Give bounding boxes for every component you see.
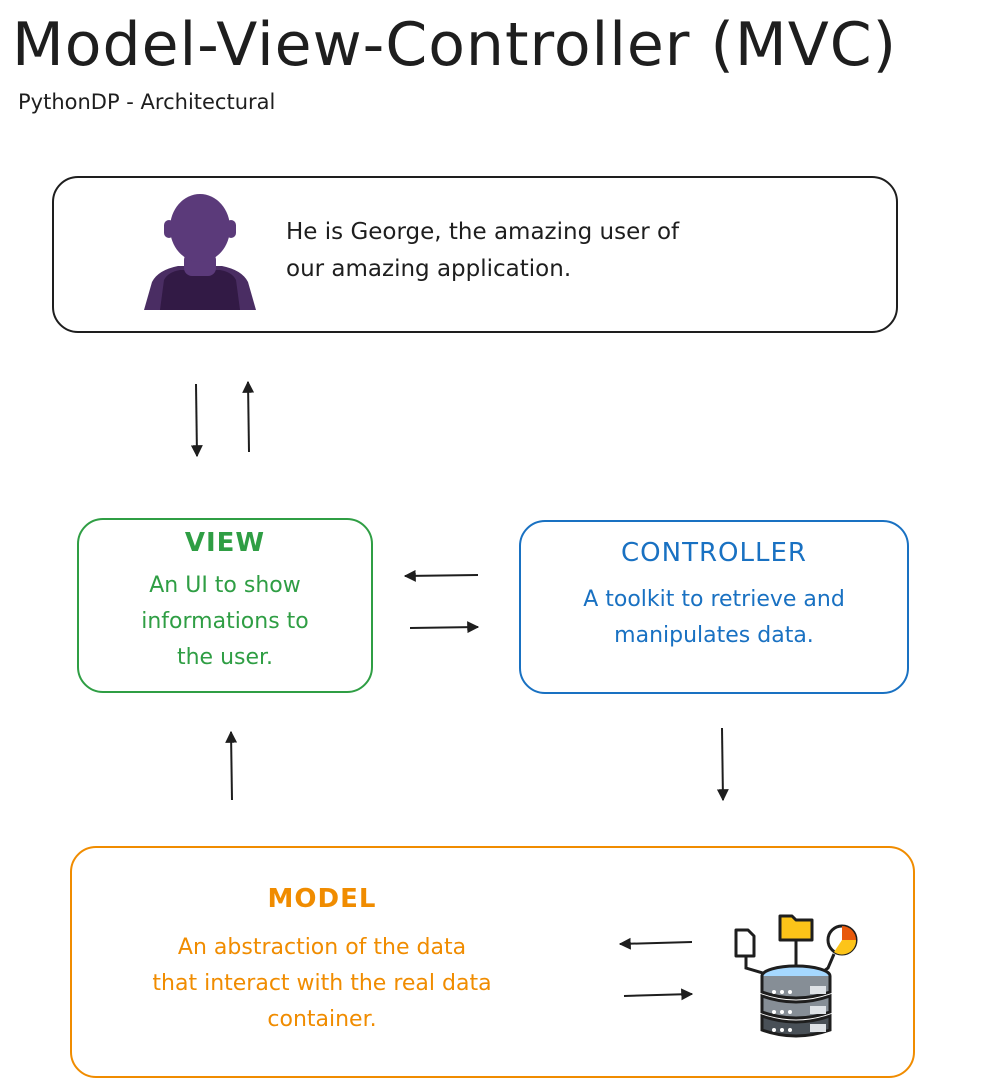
controller-description-line-2: manipulates data. <box>614 623 814 648</box>
arrow-view-to-controller <box>409 621 480 634</box>
controller-description-line-1: A toolkit to retrieve and <box>583 587 845 612</box>
view-description-line-3: the user. <box>176 645 274 670</box>
model-description-line-1: An abstraction of the data <box>177 935 467 960</box>
database-icon <box>734 914 858 1038</box>
view-description-line-1: An UI to show <box>149 573 301 598</box>
model-description-line-2: that interact with the real data <box>152 971 492 996</box>
model-box: MODEL An abstraction of the data that in… <box>70 846 915 1078</box>
model-description: An abstraction of the data that interact… <box>92 930 552 1038</box>
view-box: VIEW An UI to show informations to the u… <box>77 518 373 693</box>
view-description: An UI to show informations to the user. <box>79 568 371 676</box>
page-title: Model-View-Controller (MVC) <box>12 10 898 80</box>
arrow-model-to-view <box>225 730 238 801</box>
view-description-line-2: informations to <box>141 609 309 634</box>
user-description: He is George, the amazing user of our am… <box>286 214 679 288</box>
arrow-view-to-user <box>242 380 255 453</box>
model-title: MODEL <box>267 884 377 914</box>
user-box: He is George, the amazing user of our am… <box>52 176 898 333</box>
user-description-line-1: He is George, the amazing user of <box>286 219 680 245</box>
arrow-controller-to-view <box>403 569 479 582</box>
model-description-line-3: container. <box>267 1007 377 1032</box>
view-title: VIEW <box>184 528 266 558</box>
user-description-line-2: our amazing application. <box>286 256 572 282</box>
page-subtitle: PythonDP - Architectural <box>18 90 276 114</box>
controller-title: CONTROLLER <box>621 538 807 568</box>
arrow-user-to-view <box>190 383 203 458</box>
controller-description: A toolkit to retrieve and manipulates da… <box>521 582 907 654</box>
controller-box: CONTROLLER A toolkit to retrieve and man… <box>519 520 909 694</box>
person-avatar-icon <box>144 194 256 310</box>
arrow-controller-to-model <box>716 727 729 802</box>
